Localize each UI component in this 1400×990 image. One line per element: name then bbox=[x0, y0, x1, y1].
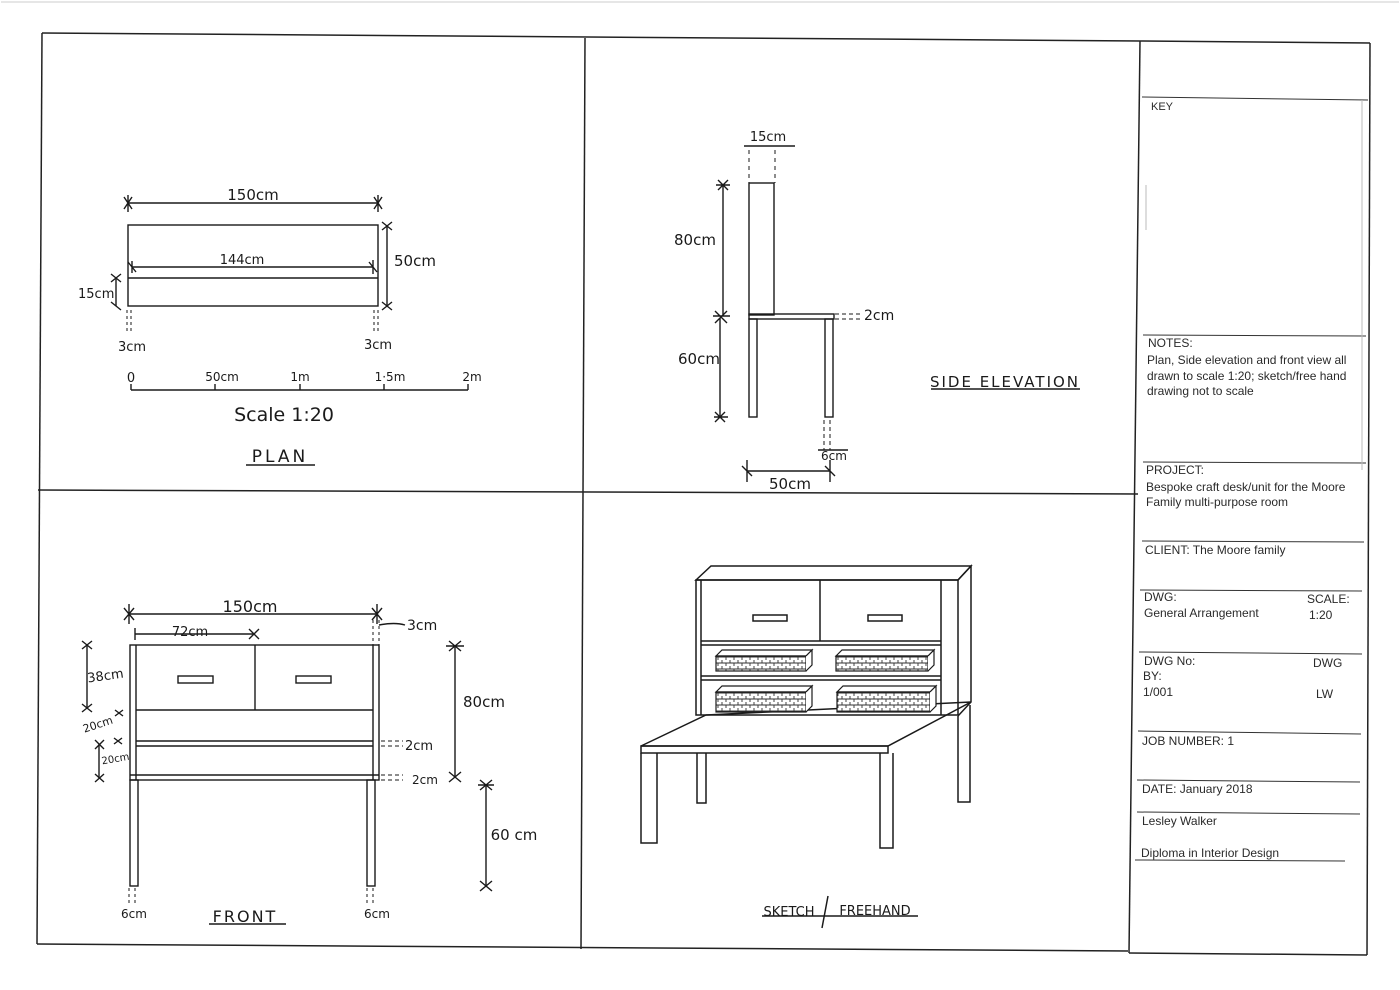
plan-dim-shelf-depth: 15cm bbox=[78, 287, 114, 302]
dwg-by-value: LW bbox=[1316, 687, 1334, 701]
sketch-labels: SKETCH FREEHAND bbox=[763, 904, 910, 920]
scale-value: 1:20 bbox=[1309, 608, 1333, 622]
dwg-no-label: DWG No: bbox=[1144, 654, 1195, 668]
title-block-lines bbox=[1134, 96, 1369, 862]
job-number: JOB NUMBER: 1 bbox=[1142, 734, 1234, 748]
project-line-2: Family multi-purpose room bbox=[1146, 495, 1288, 509]
front-dim-leg-right: 6cm bbox=[364, 907, 390, 921]
notes-line-3: drawing not to scale bbox=[1147, 384, 1254, 398]
date-text: DATE: January 2018 bbox=[1142, 782, 1253, 796]
scale-tick-1-5m: 1·5m bbox=[375, 370, 406, 384]
scale-tick-1m: 1m bbox=[290, 370, 309, 384]
sketch-view bbox=[640, 564, 973, 929]
sketch-title-a: SKETCH bbox=[763, 905, 814, 920]
front-dim-shelf2: 20cm bbox=[101, 752, 130, 768]
by-label: BY: bbox=[1143, 669, 1162, 683]
plan-dim-side-right: 3cm bbox=[364, 338, 392, 353]
notes-line-1: Plan, Side elevation and front view all bbox=[1147, 353, 1346, 367]
dwg-label: DWG: bbox=[1144, 590, 1177, 604]
front-dim-side: 3cm bbox=[407, 618, 437, 634]
front-dim-leg-left: 6cm bbox=[121, 907, 147, 921]
sheet-frame bbox=[1, 1, 1399, 956]
front-dim-lower-height: 60 cm bbox=[491, 826, 538, 844]
side-labels: 15cm 80cm 60cm 2cm 6cm 50cm SIDE ELEVATI… bbox=[674, 130, 1080, 493]
front-dim-shelf1: 20cm bbox=[81, 714, 114, 736]
scale-tick-50cm: 50cm bbox=[205, 370, 239, 384]
front-view bbox=[81, 604, 494, 925]
front-dim-upper-height: 80cm bbox=[463, 693, 505, 711]
dwg-no-value: 1/001 bbox=[1143, 685, 1173, 699]
front-dim-drawer-width: 72cm bbox=[172, 625, 208, 640]
notes-label: NOTES: bbox=[1148, 336, 1193, 350]
title-block: KEY NOTES: Plan, Side elevation and fron… bbox=[1141, 101, 1350, 860]
side-dim-depth: 50cm bbox=[769, 475, 811, 493]
plan-dim-side-left: 3cm bbox=[118, 340, 146, 355]
front-labels: 150cm 72cm 3cm 38cm 20cm 20cm 2cm 2cm 80… bbox=[81, 597, 537, 926]
side-dim-top-depth: 15cm bbox=[750, 130, 786, 145]
front-dim-top1: 2cm bbox=[405, 739, 433, 754]
front-dim-drawer-height: 38cm bbox=[86, 667, 124, 687]
plan-scale-label: Scale 1:20 bbox=[234, 404, 334, 426]
key-label: KEY bbox=[1151, 101, 1174, 113]
plan-dim-inner-width: 144cm bbox=[220, 253, 265, 268]
plan-title: PLAN bbox=[252, 447, 308, 467]
side-dim-leg: 6cm bbox=[821, 449, 847, 463]
course-name: Diploma in Interior Design bbox=[1141, 846, 1279, 860]
plan-view bbox=[110, 195, 469, 466]
side-dim-top-thickness: 2cm bbox=[864, 308, 894, 324]
front-dim-overall-width: 150cm bbox=[223, 597, 278, 616]
side-dim-lower-height: 60cm bbox=[678, 350, 720, 368]
author-name: Lesley Walker bbox=[1142, 814, 1217, 828]
scale-tick-2m: 2m bbox=[462, 370, 481, 384]
plan-labels: 150cm 144cm 50cm 15cm 3cm 3cm 0 50cm 1m … bbox=[78, 186, 482, 467]
sketch-title-b: FREEHAND bbox=[839, 904, 910, 919]
scale-label: SCALE: bbox=[1307, 592, 1350, 606]
plan-dim-overall-width: 150cm bbox=[227, 186, 279, 204]
front-dim-top2: 2cm bbox=[412, 773, 438, 787]
dwg-value: General Arrangement bbox=[1144, 606, 1259, 620]
side-dim-upper-height: 80cm bbox=[674, 231, 716, 249]
plan-dim-depth: 50cm bbox=[394, 252, 436, 270]
scale-tick-0: 0 bbox=[127, 371, 135, 386]
client-text: CLIENT: The Moore family bbox=[1145, 543, 1286, 557]
project-line-1: Bespoke craft desk/unit for the Moore bbox=[1146, 480, 1346, 494]
side-title: SIDE ELEVATION bbox=[930, 373, 1080, 391]
dwg-by-label: DWG bbox=[1313, 656, 1342, 670]
project-label: PROJECT: bbox=[1146, 463, 1204, 477]
notes-line-2: drawn to scale 1:20; sketch/free hand bbox=[1147, 369, 1346, 383]
sketch-baskets bbox=[714, 648, 938, 713]
side-elevation-view bbox=[713, 145, 1080, 482]
front-title: FRONT bbox=[213, 907, 278, 926]
